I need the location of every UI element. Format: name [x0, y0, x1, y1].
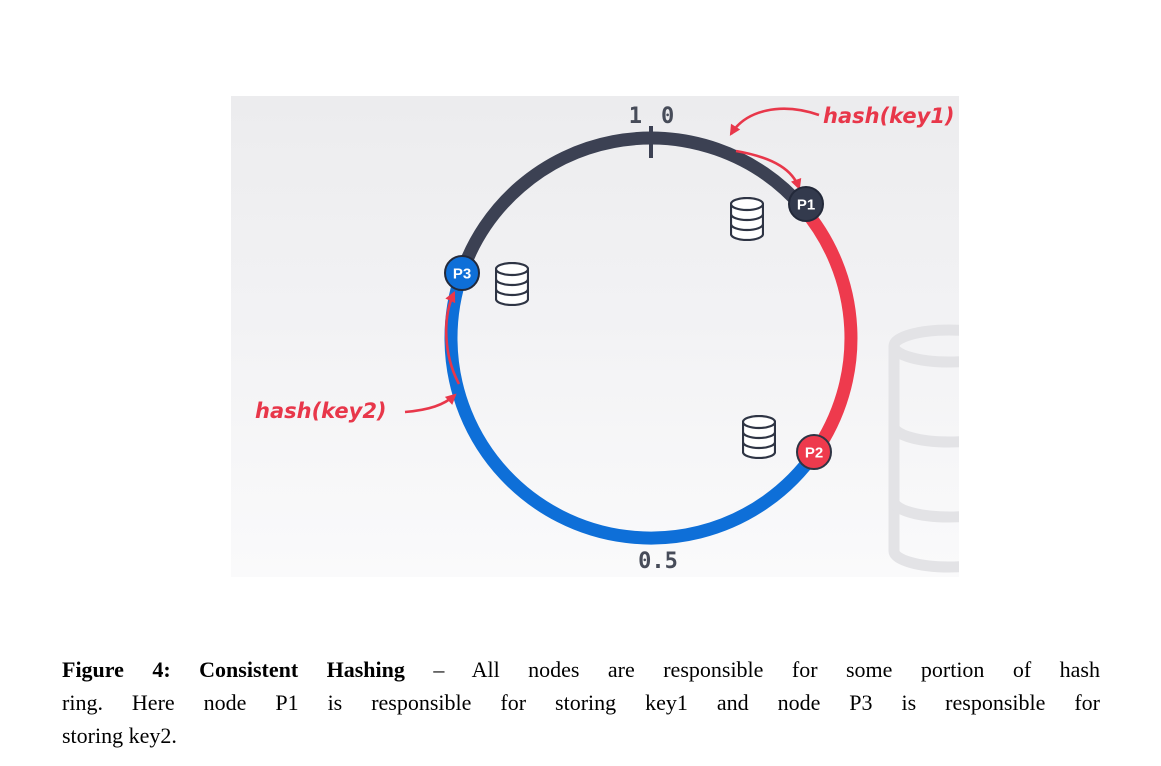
ring-label-one: 1	[629, 104, 642, 129]
hash-key1-arrows	[729, 107, 820, 191]
ring-arc-red	[797, 203, 858, 457]
database-icon	[495, 262, 529, 306]
hash-key2-arrows	[404, 291, 461, 414]
key2-hash-pointer-arrow	[404, 393, 457, 414]
node-p2: P2	[796, 434, 832, 470]
hash-ring	[444, 131, 858, 545]
node-p3-label: P3	[453, 266, 471, 283]
ring-arc-dark	[455, 131, 808, 275]
database-watermark-icon	[888, 324, 959, 573]
caption-line-3: storing key2.	[62, 723, 177, 748]
caption-line-1: Figure 4: Consistent Hashing – All nodes…	[62, 653, 1100, 686]
consistent-hashing-diagram: 1 0 0.5 hash(key1) hash(key2) P1	[231, 96, 959, 577]
caption-line-2: ring. Here node P1 is responsible for st…	[62, 690, 1100, 715]
ring-label-zero: 0	[661, 104, 674, 129]
node-p2-circle	[796, 434, 832, 470]
node-p3: P3	[444, 255, 480, 291]
node-p1: P1	[788, 186, 824, 222]
ring-label-half: 0.5	[638, 549, 678, 574]
database-icon	[730, 197, 764, 241]
node-p3-circle	[444, 255, 480, 291]
key2-assignment-arrow	[444, 291, 461, 385]
hash-ring-svg: 1 0 0.5 hash(key1) hash(key2) P1	[255, 104, 959, 574]
database-icon	[742, 415, 776, 459]
key1-assignment-arrow	[735, 149, 802, 191]
caption-line-1-text: – All nodes are responsible for some por…	[404, 657, 1100, 682]
node-p2-label: P2	[805, 445, 823, 462]
node-p1-circle	[788, 186, 824, 222]
ring-arc-blue	[444, 270, 821, 545]
hash-key2-label: hash(key2)	[255, 399, 387, 423]
hash-key1-label: hash(key1)	[823, 104, 955, 128]
figure-caption: Figure 4: Consistent Hashing – All nodes…	[62, 653, 1100, 752]
node-p1-label: P1	[797, 197, 815, 214]
caption-figure-title: Figure 4: Consistent Hashing	[62, 657, 405, 682]
key1-hash-pointer-arrow	[729, 107, 820, 136]
